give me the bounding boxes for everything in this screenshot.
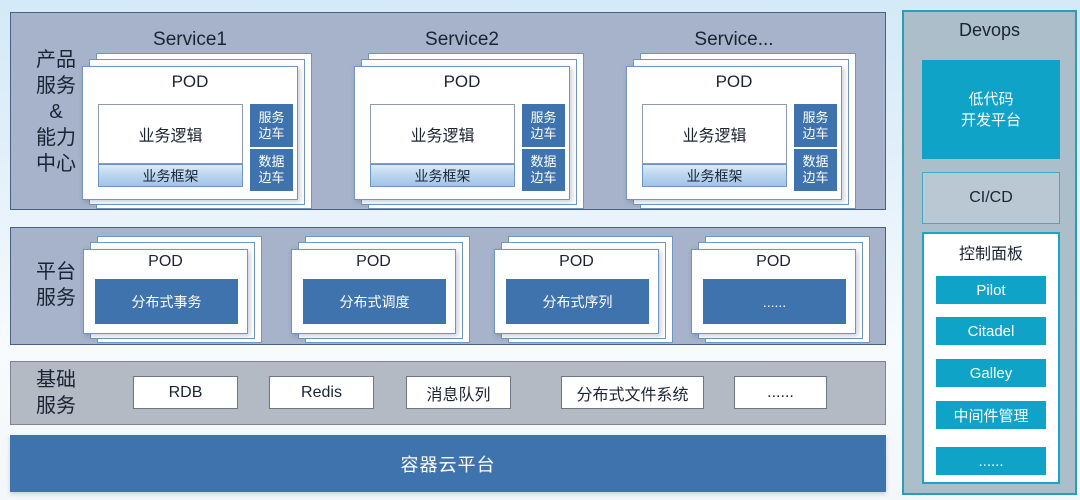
container-cloud-platform-bar: 容器云平台 [10, 435, 886, 492]
business-logic-box: 业务逻辑 [642, 104, 787, 164]
service-sidecar-box: 服务 边车 [250, 104, 293, 147]
platform-service-box: 分布式序列 [506, 279, 649, 324]
control-panel-item: ...... [936, 447, 1046, 475]
base-service-box: ...... [734, 376, 827, 409]
pod-card: POD 分布式序列 [494, 249, 659, 334]
pod-card: POD 业务逻辑 业务框架 服务 边车 数据 边车 [82, 66, 298, 200]
service-pod-stack: POD 业务逻辑 业务框架 服务 边车 数据 边车 [82, 53, 312, 209]
product-services-section: 产品 服务 & 能力 中心 Service1 POD 业务逻辑 业务框架 服务 … [10, 12, 886, 210]
pod-label: POD [715, 72, 753, 91]
devops-panel: Devops 低代码 开发平台 CI/CD 控制面板 Pilot Citadel… [902, 10, 1077, 495]
control-panel-item: Citadel [936, 317, 1046, 345]
service-title: Service1 [153, 29, 227, 50]
platform-section-label: 平台 服务 [36, 261, 76, 309]
business-framework-box: 业务框架 [370, 164, 515, 187]
platform-pod-stack: POD ...... [691, 236, 870, 343]
control-panel-box: 控制面板 Pilot Citadel Galley 中间件管理 ...... [922, 232, 1060, 484]
service-title: Service... [694, 29, 774, 50]
platform-service-box: 分布式调度 [303, 279, 446, 324]
lowcode-platform-box: 低代码 开发平台 [922, 60, 1060, 159]
pod-card: POD 业务逻辑 业务框架 服务 边车 数据 边车 [354, 66, 570, 200]
data-sidecar-box: 数据 边车 [250, 149, 293, 191]
base-section-label: 基础 服务 [36, 369, 76, 417]
pod-label: POD [171, 72, 209, 91]
service-pod-stack: POD 业务逻辑 业务框架 服务 边车 数据 边车 [626, 53, 856, 209]
control-panel-item: 中间件管理 [936, 401, 1046, 429]
service-sidecar-box: 服务 边车 [794, 104, 837, 147]
platform-services-section: 平台 服务 POD 分布式事务 POD 分布式调度 POD 分布式序列 POD … [10, 227, 886, 345]
pod-label: POD [443, 72, 481, 91]
product-section-label: 产品 服务 & 能力 中心 [36, 49, 76, 175]
platform-pod-stack: POD 分布式序列 [494, 236, 673, 343]
control-panel-title: 控制面板 [958, 246, 1023, 263]
pod-card: POD 业务逻辑 业务框架 服务 边车 数据 边车 [626, 66, 842, 200]
service-sidecar-box: 服务 边车 [522, 104, 565, 147]
base-service-box: 分布式文件系统 [561, 376, 704, 409]
data-sidecar-box: 数据 边车 [522, 149, 565, 191]
business-framework-box: 业务框架 [642, 164, 787, 187]
base-service-box: RDB [133, 376, 238, 409]
pod-label: POD [559, 253, 594, 270]
pod-card: POD ...... [691, 249, 856, 334]
service-title: Service2 [425, 29, 499, 50]
base-service-box: 消息队列 [406, 376, 511, 409]
pod-label: POD [356, 253, 391, 270]
pod-label: POD [148, 253, 183, 270]
platform-pod-stack: POD 分布式调度 [291, 236, 470, 343]
service-pod-stack: POD 业务逻辑 业务框架 服务 边车 数据 边车 [354, 53, 584, 209]
business-logic-box: 业务逻辑 [370, 104, 515, 164]
platform-service-box: 分布式事务 [95, 279, 238, 324]
data-sidecar-box: 数据 边车 [794, 149, 837, 191]
pod-card: POD 分布式事务 [83, 249, 248, 334]
pod-card: POD 分布式调度 [291, 249, 456, 334]
control-panel-item: Galley [936, 359, 1046, 387]
control-panel-item: Pilot [936, 276, 1046, 304]
cicd-box: CI/CD [922, 172, 1060, 224]
base-services-section: 基础 服务 RDB Redis 消息队列 分布式文件系统 ...... [10, 361, 886, 425]
devops-title: Devops [958, 20, 1021, 40]
base-service-box: Redis [269, 376, 374, 409]
platform-pod-stack: POD 分布式事务 [83, 236, 262, 343]
pod-label: POD [756, 253, 791, 270]
business-logic-box: 业务逻辑 [98, 104, 243, 164]
platform-service-box: ...... [703, 279, 846, 324]
business-framework-box: 业务框架 [98, 164, 243, 187]
